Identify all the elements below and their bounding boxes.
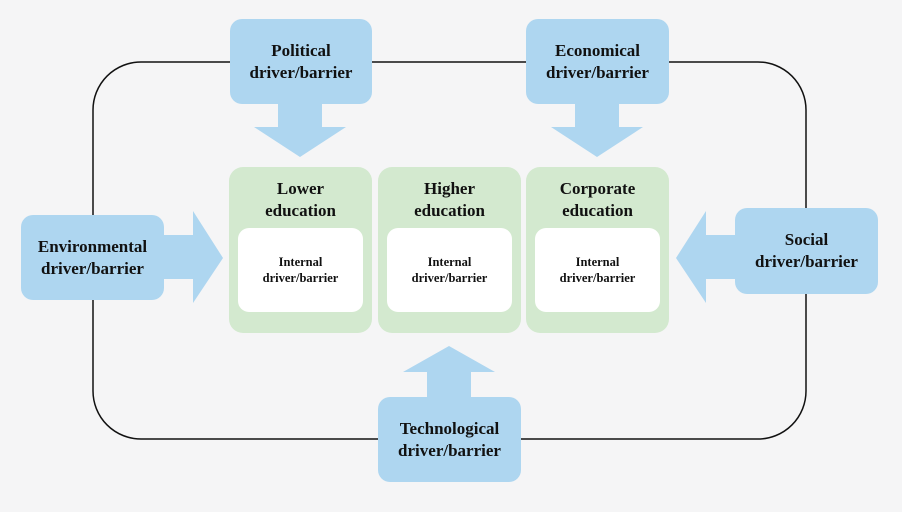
technological-arrow (403, 346, 495, 401)
technological-driver-box: Technological driver/barrier (378, 397, 521, 482)
lower-internal-driver-box: Internal driver/barrier (238, 228, 363, 312)
technological-driver-subtitle: driver/barrier (398, 440, 501, 460)
higher-internal-driver-box: Internal driver/barrier (387, 228, 512, 312)
lower-internal-sublabel: driver/barrier (262, 271, 339, 285)
lower-education-title-line2: education (265, 201, 336, 220)
economical-arrow (551, 102, 643, 157)
lower-internal-label: Internal (278, 255, 323, 269)
higher-education-box: Higher education Internal driver/barrier (378, 167, 521, 333)
economical-driver-box: Economical driver/barrier (526, 19, 669, 104)
social-driver-box: Social driver/barrier (735, 208, 878, 294)
economical-driver-title: Economical (555, 40, 640, 60)
lower-education-title: Lower education (229, 178, 372, 222)
corporate-internal-sublabel: driver/barrier (559, 271, 636, 285)
social-arrow (676, 211, 740, 303)
higher-internal-sublabel: driver/barrier (411, 271, 488, 285)
corporate-internal-driver-box: Internal driver/barrier (535, 228, 660, 312)
environmental-arrow (160, 211, 223, 303)
environmental-driver-title: Environmental (37, 236, 148, 256)
social-driver-title: Social (784, 230, 829, 249)
technological-driver-title: Technological (399, 418, 500, 438)
political-driver-box: Political driver/barrier (230, 19, 372, 104)
environmental-driver-box: Environmental driver/barrier (21, 215, 164, 300)
corporate-education-title: Corporate education (526, 178, 669, 222)
political-arrow (254, 102, 346, 157)
corporate-education-title-line2: education (562, 201, 633, 220)
lower-education-box: Lower education Internal driver/barrier (229, 167, 372, 333)
political-driver-title: Political (271, 40, 331, 60)
environmental-driver-subtitle: driver/barrier (41, 258, 144, 278)
corporate-education-box: Corporate education Internal driver/barr… (526, 167, 669, 333)
higher-education-title-line2: education (414, 201, 485, 220)
corporate-education-title-line1: Corporate (559, 179, 636, 198)
lower-education-title-line1: Lower (276, 179, 325, 198)
higher-education-title: Higher education (378, 178, 521, 222)
corporate-internal-label: Internal (575, 255, 620, 269)
higher-education-title-line1: Higher (424, 179, 475, 198)
social-driver-subtitle: driver/barrier (755, 252, 858, 271)
higher-internal-label: Internal (427, 255, 472, 269)
political-driver-subtitle: driver/barrier (249, 62, 353, 82)
economical-driver-subtitle: driver/barrier (546, 62, 649, 82)
